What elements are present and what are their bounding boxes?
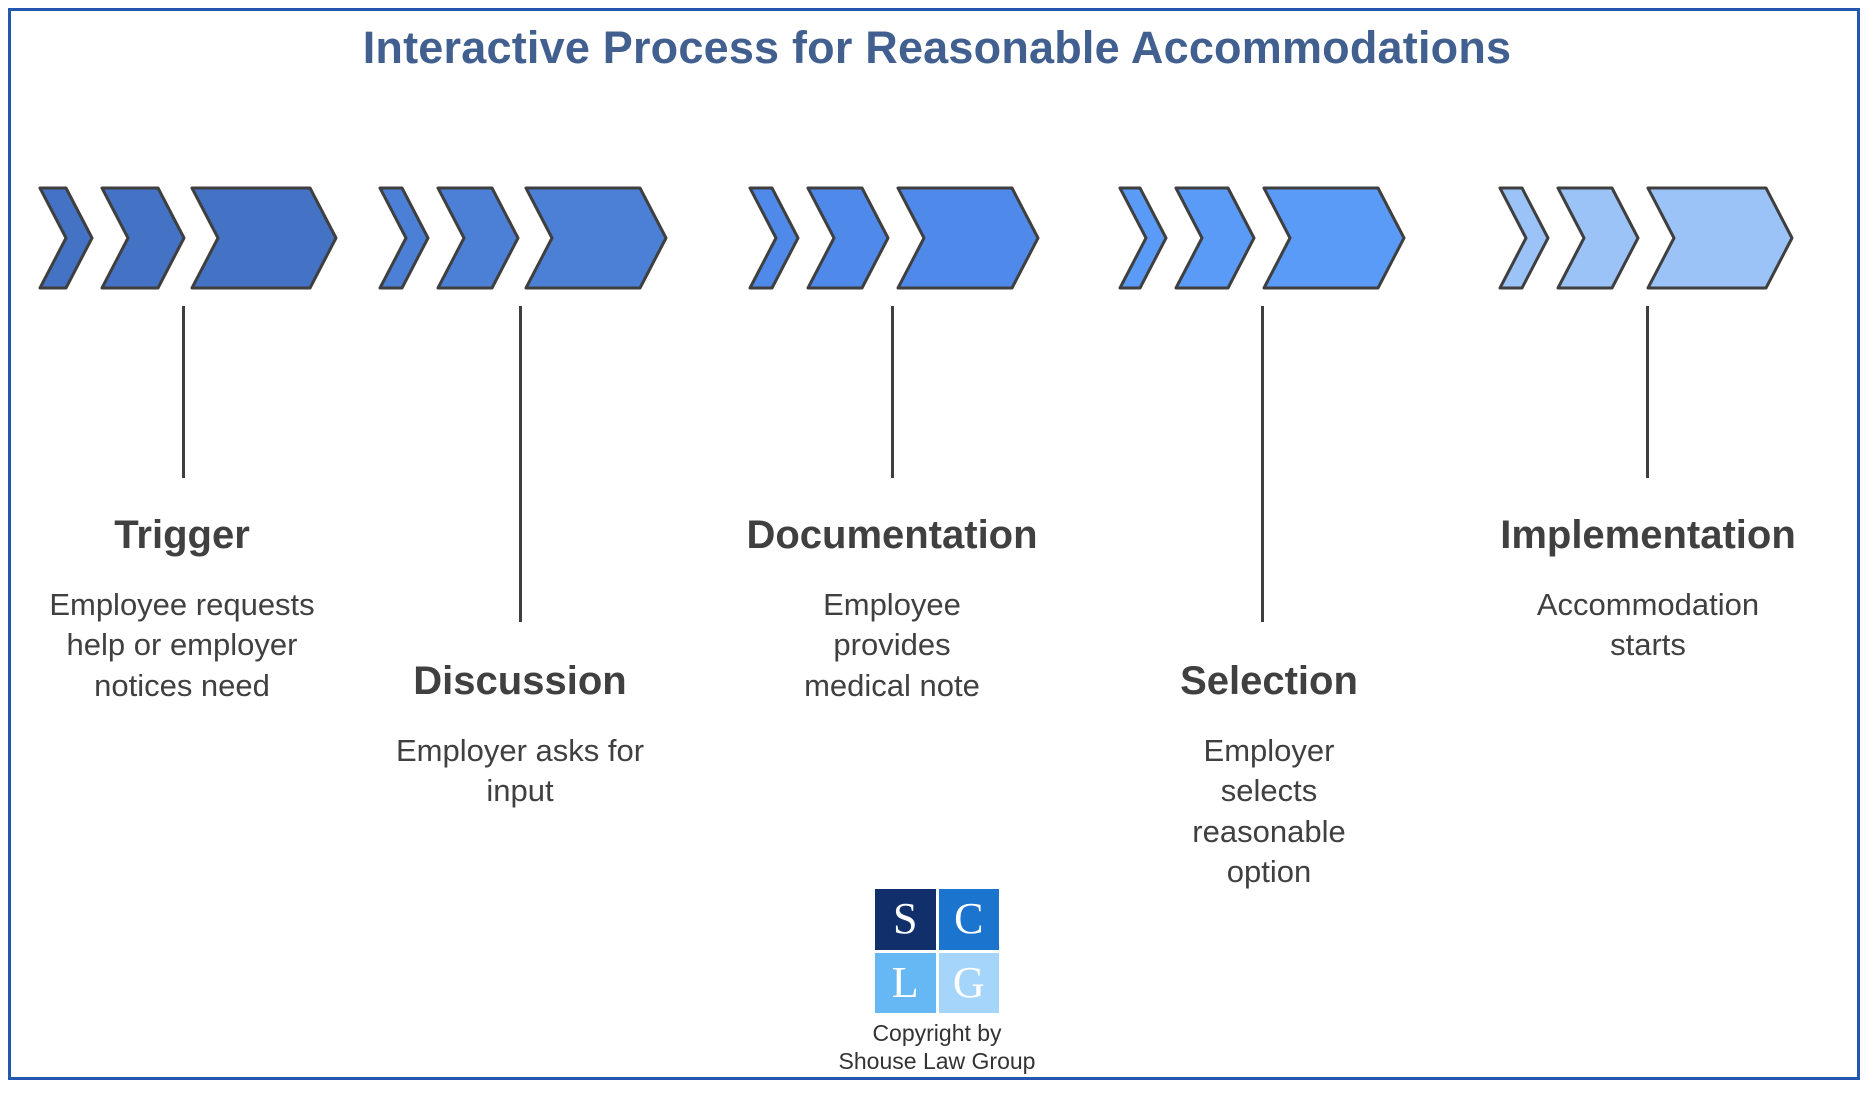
logo-cell-g: G [938,952,999,1013]
shouse-law-group-logo-icon: S C L G [875,889,999,1013]
stage-title-trigger: Trigger [114,513,250,557]
chevron-large-3 [190,186,338,290]
stage-description-documentation: Employee provides medical note [804,587,980,703]
logo-cell-s: S [875,889,936,950]
chevron-large-3 [896,186,1040,290]
stage-label-implementation: Implementation Accommodation starts [1468,512,1828,666]
stage-title-implementation: Implementation [1500,513,1796,557]
chevron-small-1 [378,186,430,290]
copyright-line-1: Copyright by [872,1020,1002,1046]
connector-line-implementation [1646,306,1649,478]
stage-description-implementation: Accommodation starts [1536,587,1760,663]
stage-label-selection: Selection Employer selects reasonable op… [1130,658,1408,892]
stage-label-discussion: Discussion Employer asks for input [370,658,670,812]
chevron-small-1 [38,186,94,290]
stage-description-discussion: Employer asks for input [395,733,645,809]
chevron-group-documentation [748,186,1040,290]
copyright-caption: Copyright by Shouse Law Group [831,1019,1043,1075]
connector-line-documentation [891,306,894,478]
page-title: Interactive Process for Reasonable Accom… [362,22,1512,73]
stage-title-documentation: Documentation [746,513,1038,557]
logo-cell-c: C [938,889,999,950]
chevron-large-3 [1646,186,1794,290]
chevron-group-selection [1118,186,1406,290]
chevron-group-discussion [378,186,668,290]
connector-line-discussion [519,306,522,622]
logo-cell-l: L [875,952,936,1013]
stage-title-discussion: Discussion [413,659,627,703]
copyright-line-2: Shouse Law Group [838,1048,1036,1075]
connector-line-trigger [182,306,185,478]
stage-label-documentation: Documentation Employee provides medical … [716,512,1068,706]
stage-description-trigger: Employee requests help or employer notic… [49,587,315,703]
chevron-group-trigger [38,186,338,290]
chevron-small-2 [1556,186,1640,290]
stage-description-selection: Employer selects reasonable option [1192,733,1346,890]
chevron-small-1 [1118,186,1168,290]
stage-title-selection: Selection [1180,659,1358,703]
chevron-small-1 [1498,186,1550,290]
logo-block: S C L G Copyright by Shouse Law Group [831,889,1043,1075]
chevron-small-1 [748,186,800,290]
chevron-large-3 [524,186,668,290]
connector-line-selection [1261,306,1264,622]
chevron-small-2 [1174,186,1256,290]
chevron-group-implementation [1498,186,1794,290]
chevron-small-2 [436,186,520,290]
chevron-large-3 [1262,186,1406,290]
chevron-small-2 [100,186,186,290]
stage-label-trigger: Trigger Employee requests help or employ… [32,512,332,706]
chevron-small-2 [806,186,890,290]
